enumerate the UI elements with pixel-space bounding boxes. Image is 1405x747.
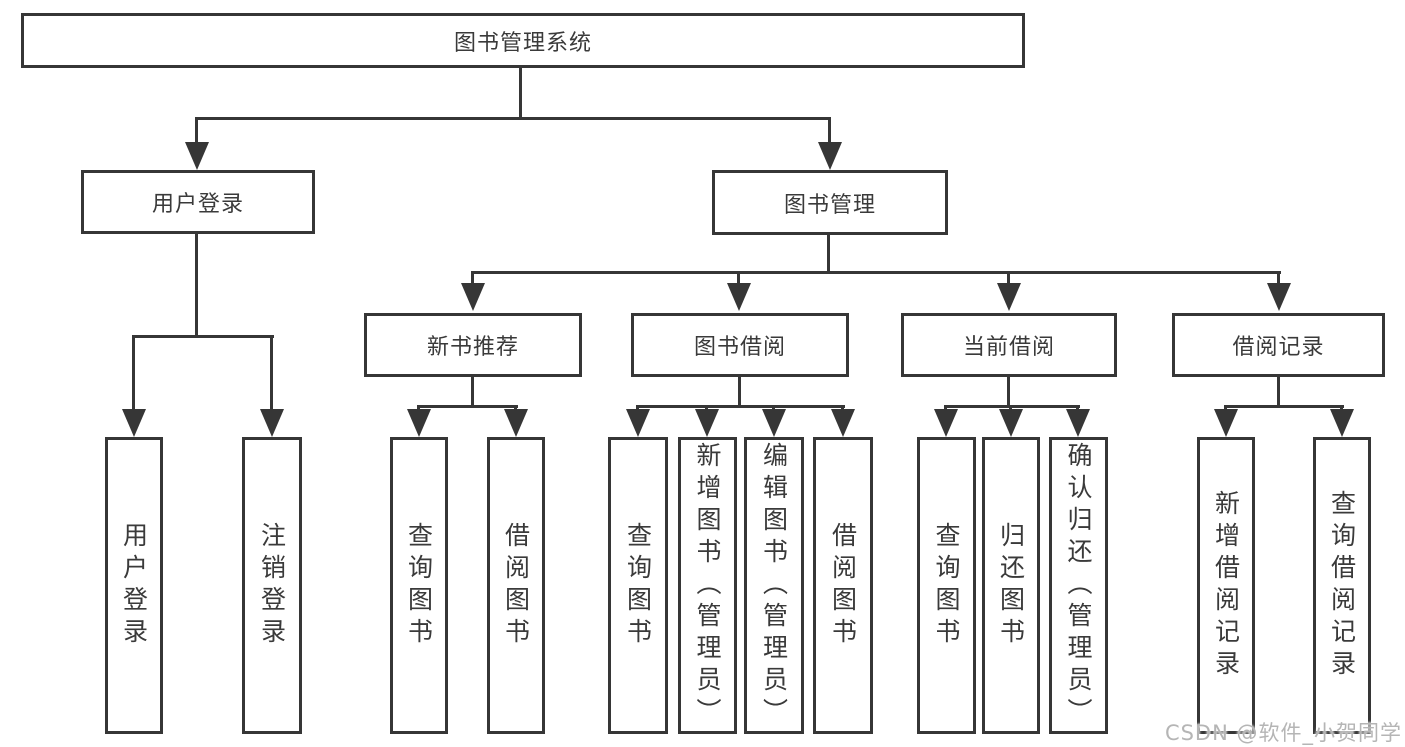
leaf-cb-confirm-return-admin: 确认归还（管理员） (1049, 437, 1108, 734)
connector-stem-leaf (1009, 405, 1012, 412)
connector-stem-leaf (132, 335, 135, 412)
leaf-br-add-record-label: 新增借阅记录 (1211, 489, 1241, 682)
arrow-down-icon (461, 283, 485, 311)
connector-stem-leaf (944, 405, 947, 412)
leaf-bb-borrow-books: 借阅图书 (813, 437, 873, 734)
leaf-cb-return-books: 归还图书 (982, 437, 1040, 734)
connector-user-login-rail (132, 335, 274, 338)
arrow-down-icon (695, 409, 719, 437)
leaf-nb-query-books: 查询图书 (390, 437, 448, 734)
arrow-down-icon (626, 409, 650, 437)
connector-stem-current-borrowing (1007, 271, 1010, 285)
arrow-down-icon (818, 142, 842, 170)
leaf-cb-query-books: 查询图书 (917, 437, 976, 734)
arrow-down-icon (122, 409, 146, 437)
arrow-down-icon (999, 409, 1023, 437)
arrow-down-icon (260, 409, 284, 437)
arrow-down-icon (831, 409, 855, 437)
connector-stem-leaf (1340, 405, 1343, 412)
leaf-bb-add-books-admin: 新增图书（管理员） (678, 437, 737, 734)
connector-borrowing-records-stub (1277, 375, 1280, 408)
connector-user-login-stub (195, 232, 198, 337)
leaf-cb-return-books-label: 归还图书 (996, 521, 1026, 650)
arrow-down-icon (762, 409, 786, 437)
arrow-down-icon (185, 142, 209, 170)
connector-current-borrowing-stub (1007, 375, 1010, 408)
leaf-nb-borrow-books: 借阅图书 (487, 437, 545, 734)
arrow-down-icon (1066, 409, 1090, 437)
node-new-book-recommend-label: 新书推荐 (426, 335, 519, 360)
arrow-down-icon (1267, 283, 1291, 311)
node-root-label: 图书管理系统 (453, 30, 592, 56)
connector-stem-leaf (417, 405, 420, 412)
node-current-borrowing-label: 当前借阅 (962, 335, 1055, 360)
leaf-bb-edit-books-admin-label: 编辑图书（管理员） (759, 441, 789, 730)
connector-new-book-rail (417, 405, 518, 408)
connector-book-borrowing-stub (738, 375, 741, 408)
leaf-bb-borrow-books-label: 借阅图书 (828, 521, 858, 650)
arrow-down-icon (997, 283, 1021, 311)
connector-stem-leaf (841, 405, 844, 412)
connector-stem-borrowing-records (1277, 271, 1280, 285)
leaf-bb-add-books-admin-label: 新增图书（管理员） (693, 441, 722, 730)
arrow-down-icon (934, 409, 958, 437)
leaf-user-login-label: 用户登录 (119, 521, 149, 650)
connector-stem-leaf (1076, 405, 1079, 412)
leaf-logout-label: 注销登录 (257, 521, 287, 650)
leaf-br-add-record: 新增借阅记录 (1197, 437, 1255, 734)
leaf-user-login: 用户登录 (105, 437, 163, 734)
node-book-borrowing: 图书借阅 (631, 313, 849, 377)
connector-stem-leaf (514, 405, 517, 412)
connector-stem-leaf (1224, 405, 1227, 412)
connector-stem-leaf (772, 405, 775, 412)
connector-current-borrowing-rail (944, 405, 1080, 408)
leaf-nb-borrow-books-label: 借阅图书 (501, 521, 531, 650)
leaf-br-query-record: 查询借阅记录 (1313, 437, 1371, 734)
connector-stem-leaf (705, 405, 708, 412)
arrow-down-icon (1330, 409, 1354, 437)
leaf-logout: 注销登录 (242, 437, 302, 734)
node-current-borrowing: 当前借阅 (901, 313, 1117, 377)
arrow-down-icon (1214, 409, 1238, 437)
node-book-management: 图书管理 (712, 170, 948, 235)
connector-root-stub (519, 66, 522, 118)
node-user-login-label: 用户登录 (151, 192, 244, 217)
connector-stem-new-book (471, 271, 474, 285)
connector-stem-leaf (270, 335, 273, 412)
connector-book-management-stub (827, 233, 830, 273)
node-new-book-recommend: 新书推荐 (364, 313, 582, 377)
node-borrowing-records-label: 借阅记录 (1232, 335, 1325, 360)
leaf-br-query-record-label: 查询借阅记录 (1327, 489, 1357, 682)
leaf-cb-confirm-return-admin-label: 确认归还（管理员） (1064, 441, 1093, 730)
node-book-borrowing-label: 图书借阅 (693, 335, 786, 360)
connector-book-borrowing-rail (636, 405, 845, 408)
connector-stem-book-management (828, 117, 831, 144)
node-borrowing-records: 借阅记录 (1172, 313, 1385, 377)
leaf-bb-query-books: 查询图书 (608, 437, 668, 734)
leaf-cb-query-books-label: 查询图书 (932, 521, 961, 650)
node-book-management-label: 图书管理 (783, 192, 876, 218)
leaf-nb-query-books-label: 查询图书 (404, 521, 434, 650)
connector-new-book-stub (471, 375, 474, 408)
leaf-bb-query-books-label: 查询图书 (623, 521, 653, 650)
connector-stem-user-login (195, 117, 198, 144)
arrow-down-icon (727, 283, 751, 311)
arrow-down-icon (407, 409, 431, 437)
connector-stem-leaf (636, 405, 639, 412)
connector-borrowing-records-rail (1224, 405, 1344, 408)
connector-stem-book-borrowing (737, 271, 740, 285)
connector-level2-rail (195, 117, 831, 120)
arrow-down-icon (504, 409, 528, 437)
node-user-login: 用户登录 (81, 170, 315, 234)
csdn-watermark: CSDN @软件_小贺同学 (1164, 721, 1402, 745)
leaf-bb-edit-books-admin: 编辑图书（管理员） (744, 437, 804, 734)
node-root: 图书管理系统 (21, 13, 1025, 68)
connector-level3-rail (471, 271, 1281, 274)
